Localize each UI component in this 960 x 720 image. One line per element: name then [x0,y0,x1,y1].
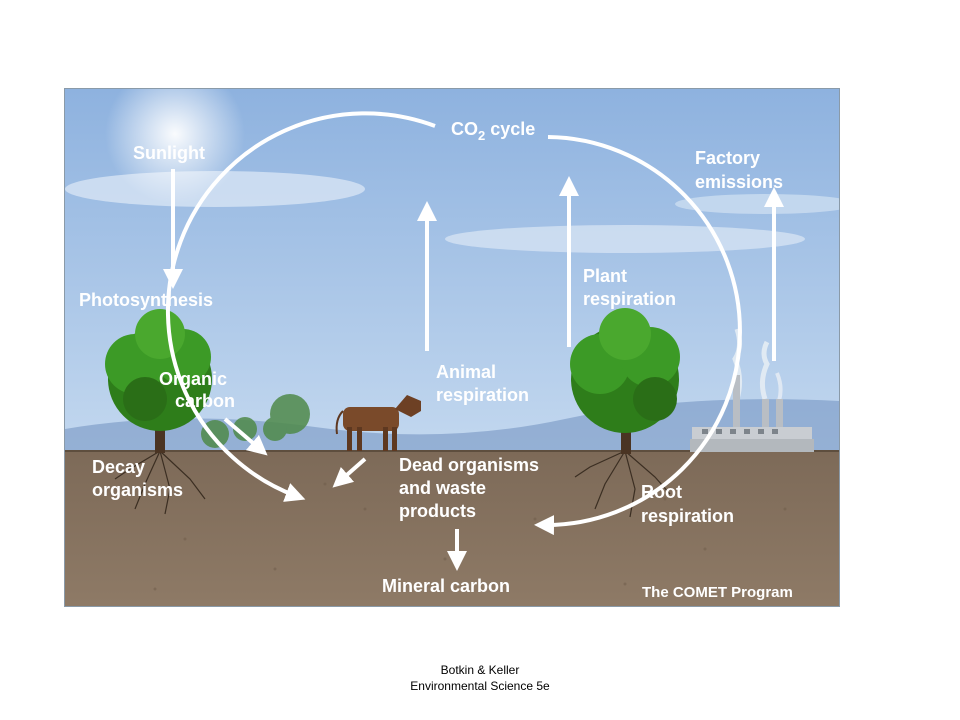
cycle-arrow-left [165,111,436,502]
caption: Botkin & Keller Environmental Science 5e [0,662,960,694]
root-respiration-label: Root respiration [641,482,734,526]
cow [335,395,421,451]
tree-roots-left [114,450,206,515]
background-shrubs [201,394,310,448]
cycle-arrow-right [534,135,742,536]
comet-program-credit: The COMET Program [642,584,793,601]
organic-carbon-arrow [223,417,268,456]
carbon-cycle-diagram: CO2 cycle Sunlight Photosynthesis Organi… [64,88,840,607]
tree-roots-right [574,450,671,518]
sunlight-label: Sunlight [133,143,205,163]
sun-glow [105,89,245,204]
dead-organisms-label: Dead organisms and waste products [399,455,544,521]
factory [690,328,814,452]
organic-carbon-label: Organic carbon [159,369,235,411]
tree-left [105,309,212,453]
decay-organisms-label: Decay organisms [92,457,183,500]
cloud [445,225,805,253]
co2-cycle-title: CO2 cycle [451,119,535,143]
caption-authors: Botkin & Keller [440,663,520,677]
cloud [675,194,839,214]
tree-right [570,308,680,454]
animal-respiration-label: Animal respiration [436,362,529,405]
factory-emissions-label: Factory emissions [695,148,783,192]
plant-respiration-label: Plant respiration [583,266,676,309]
caption-book-title: Environmental Science 5e [410,679,550,693]
mineral-carbon-label: Mineral carbon [382,576,510,596]
dead-organisms-arrow [332,457,367,488]
soil [65,451,839,606]
photosynthesis-label: Photosynthesis [79,290,213,310]
